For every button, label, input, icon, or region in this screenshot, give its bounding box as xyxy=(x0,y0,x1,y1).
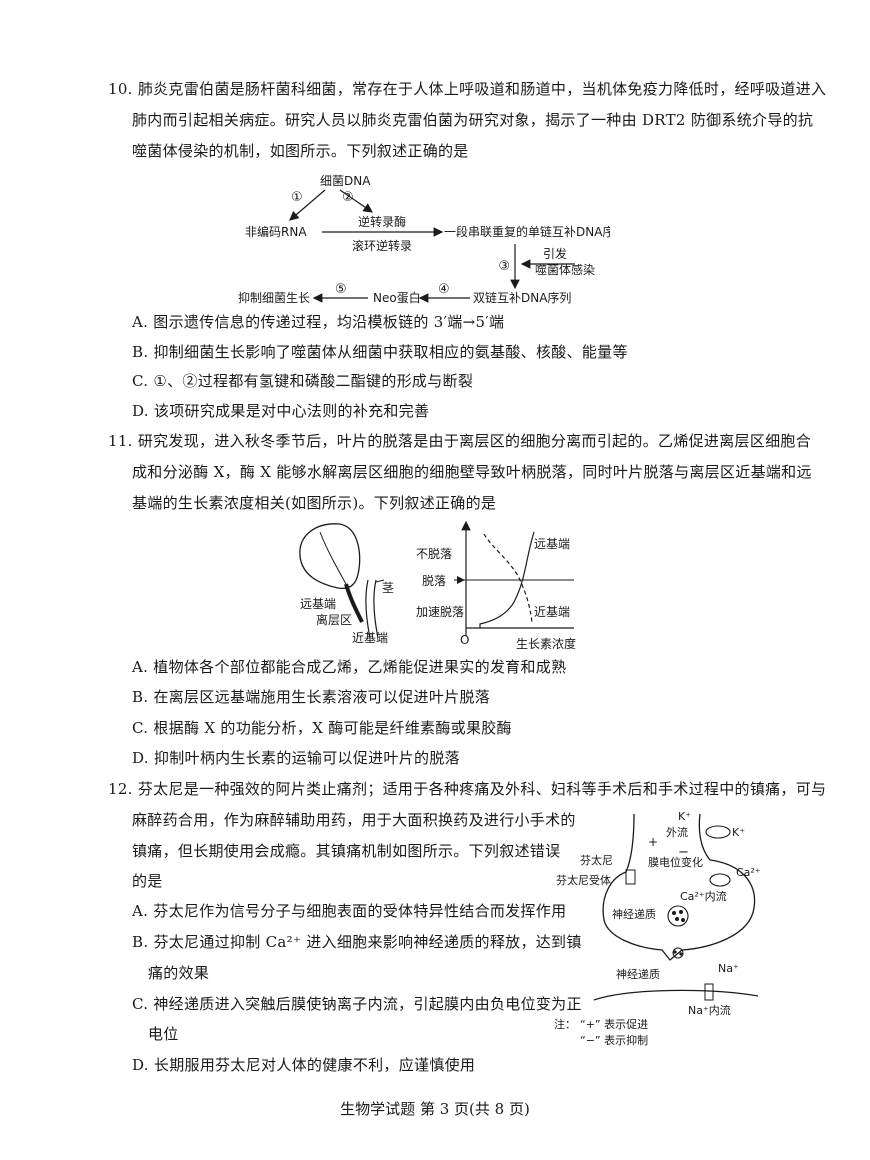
q10-diagram: 细菌DNA ① ② 非编码RNA 逆转录酶 滚环逆转录 一段串联重复的单链互补D… xyxy=(238,174,610,305)
step-1-label: ① xyxy=(291,190,303,205)
phage-infection-label: 噬菌体感染 xyxy=(535,262,595,277)
q10-option-a: A. 图示遗传信息的传递过程，均沿模板链的 3′端→5′端 xyxy=(132,313,505,331)
minus-sign: − xyxy=(678,845,689,860)
q11-option-b: B. 在离层区远基端施用生长素溶液可以促进叶片脱落 xyxy=(132,688,491,706)
q12-option-c: C. 神经递质进入突触后膜使钠离子内流，引起膜内由负电位变为正 xyxy=(132,995,582,1013)
near-end-curve xyxy=(483,533,533,623)
step-5-label: ⑤ xyxy=(335,282,347,297)
step-2-label: ② xyxy=(342,190,354,205)
q12-synapse-diagram: K⁺ 外流 K⁺ + − 膜电位变化 Ca²⁺ Ca²⁺内流 芬太尼 芬太尼受体… xyxy=(554,810,761,1047)
k-efflux-label: 外流 xyxy=(666,825,688,839)
q11-option-a: A. 植物体各个部位都能合成乙烯，乙烯能促进果实的发育和成熟 xyxy=(132,658,567,676)
q12-stem-line-4: 的是 xyxy=(132,872,163,890)
note-plus: “+” 表示促进 xyxy=(580,1017,648,1031)
y-label-no-abscission: 不脱落 xyxy=(416,546,452,561)
postsynaptic-membrane xyxy=(593,989,759,1001)
q11-option-c: C. 根据酶 X 的功能分析，X 酶可能是纤维素酶或果胶酶 xyxy=(132,719,512,737)
q10-stem-line-3: 噬菌体侵染的机制，如图所示。下列叙述正确的是 xyxy=(132,142,469,160)
ss-dna-label: 一段串联重复的单链互补DNA序列 xyxy=(444,224,610,239)
q11-stem-line-3: 基端的生长素浓度相关(如图所示)。下列叙述正确的是 xyxy=(132,494,497,512)
na-channel xyxy=(704,983,714,1001)
stem xyxy=(365,579,379,639)
q10-option-b: B. 抑制细菌生长影响了噬菌体从细菌中获取相应的氨基酸、核酸、能量等 xyxy=(132,343,628,361)
fentanyl-label: 芬太尼 xyxy=(580,854,613,867)
page-footer: 生物学试题 第 3 页(共 8 页) xyxy=(340,1100,530,1118)
x-axis-label: 生长素浓度 xyxy=(516,636,576,651)
near-end-curve-label: 近基端 xyxy=(534,605,570,619)
q10-stem-line-2: 肺内而引起相关病症。研究人员以肺炎克雷伯菌为研究对象，揭示了一种由 DRT2 防… xyxy=(132,111,814,129)
ca-influx-label: Ca²⁺内流 xyxy=(680,889,727,903)
neurotransmitter-label: 神经递质 xyxy=(612,907,656,921)
leaf-vein xyxy=(319,531,347,585)
petiole xyxy=(344,583,364,623)
q12-option-c-cont: 电位 xyxy=(148,1025,179,1043)
leaf-blade xyxy=(299,523,361,590)
q12-option-a: A. 芬太尼作为信号分子与细胞表面的受体特异性结合而发挥作用 xyxy=(132,902,567,920)
plus-sign: + xyxy=(648,835,658,849)
k-ion-label: K⁺ xyxy=(678,810,691,823)
ca-ion-label: Ca²⁺ xyxy=(736,866,761,879)
q11-auxin-graph: 不脱落 脱落 加速脱落 O 生长素浓度 远基端 近基端 xyxy=(416,520,576,651)
q10-option-d: D. 该项研究成果是对中心法则的补充和完善 xyxy=(132,402,430,420)
vesicle-circle xyxy=(667,905,689,927)
bacterial-dna-label: 细菌DNA xyxy=(320,174,371,188)
near-end-label: 近基端 xyxy=(352,631,388,645)
step-4-label: ④ xyxy=(438,282,450,297)
release-vesicle xyxy=(672,947,684,959)
arrow-dna-to-rt xyxy=(339,189,373,213)
note-minus: “−” 表示抑制 xyxy=(580,1033,648,1047)
neo-protein-label: Neo蛋白 xyxy=(373,290,421,305)
y-label-accelerated: 加速脱落 xyxy=(416,604,464,619)
step-3-label: ③ xyxy=(498,259,510,274)
far-end-label: 远基端 xyxy=(300,597,336,611)
arrow-dna-to-ncrna xyxy=(289,189,326,221)
q11-option-d: D. 抑制叶柄内生长素的运输可以促进叶片的脱落 xyxy=(132,749,460,767)
q12-stem-line-2: 麻醉药合用，作为麻醉辅助用药，用于大面积换药及进行小手术的 xyxy=(132,811,576,829)
q12-stem-line-1: 12. 芬太尼是一种强效的阿片类止痛剂；适用于各种疼痛及外科、妇科等手术后和手术… xyxy=(108,780,827,798)
q10-option-c: C. ①、②过程都有氢键和磷酸二酯键的形成与断裂 xyxy=(132,372,474,390)
far-end-curve-label: 远基端 xyxy=(534,537,570,551)
far-end-curve xyxy=(479,531,535,628)
q11-stem-line-1: 11. 研究发现，进入秋冬季节后，叶片的脱落是由于离层区的细胞分离而引起的。乙烯… xyxy=(108,432,812,450)
q11-leaf-figure: 茎 远基端 离层区 近基端 xyxy=(299,523,394,645)
q10-stem-line-1: 10. 肺炎克雷伯菌是肠杆菌科细菌，常存在于人体上呼吸道和肠道中，当机体免疫力降… xyxy=(108,80,827,98)
q11-stem-line-2: 成和分泌酶 X，酶 X 能够水解离层区细胞的细胞壁导致叶柄脱落，同时叶片脱落与离… xyxy=(132,463,812,481)
q12-option-b-cont: 痛的效果 xyxy=(148,964,210,982)
ncrna-label: 非编码RNA xyxy=(245,224,307,239)
y-label-abscission: 脱落 xyxy=(422,573,446,588)
q12-option-b: B. 芬太尼通过抑制 Ca²⁺ 进入细胞来影响神经递质的释放，达到镇 xyxy=(132,933,582,951)
q12-stem-line-3: 镇痛，但长期使用会成瘾。其镇痛机制如图所示。下列叙述错误 xyxy=(132,842,561,860)
stem-label: 茎 xyxy=(382,581,394,595)
neurotransmitter-cleft-label: 神经递质 xyxy=(616,967,660,981)
q12-option-d: D. 长期服用芬太尼对人体的健康不利，应谨慎使用 xyxy=(132,1056,476,1074)
reverse-transcriptase-label: 逆转录酶 xyxy=(358,214,406,229)
na-influx-label: Na⁺内流 xyxy=(688,1003,731,1017)
inhibit-growth-label: 抑制细菌生长 xyxy=(238,290,310,305)
k-channel xyxy=(705,825,731,839)
fentanyl-receptor xyxy=(625,869,636,885)
membrane-change-label: 膜电位变化 xyxy=(648,855,703,869)
ds-dna-label: 双链互补DNA序列 xyxy=(473,290,571,305)
fentanyl-receptor-label: 芬太尼受体 xyxy=(556,873,611,887)
na-ion-label: Na⁺ xyxy=(718,962,739,975)
trigger-label: 引发 xyxy=(543,246,567,261)
abscission-zone-label: 离层区 xyxy=(316,612,352,627)
ca-channel xyxy=(709,873,731,887)
note-title: 注： xyxy=(554,1017,576,1031)
rolling-circle-label: 滚环逆转录 xyxy=(352,238,412,253)
origin-label: O xyxy=(460,633,469,647)
k-ion-outside-label: K⁺ xyxy=(732,826,745,839)
